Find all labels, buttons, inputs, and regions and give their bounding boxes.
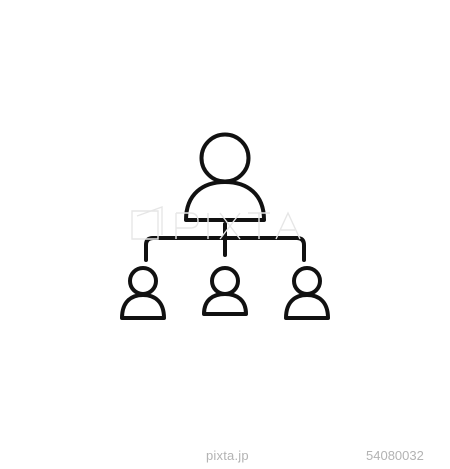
top-person-icon <box>184 132 266 222</box>
left-person-icon <box>120 266 166 320</box>
pixta-logo-watermark <box>131 206 301 240</box>
right-person-icon <box>284 266 330 320</box>
footer-image-id: 54080032 <box>366 448 424 463</box>
footer-site-text: pixta.jp <box>206 448 249 463</box>
footer-bar: pixta.jp 54080032 <box>0 443 450 469</box>
middle-person-icon <box>202 266 248 316</box>
connector-lines <box>144 222 306 262</box>
